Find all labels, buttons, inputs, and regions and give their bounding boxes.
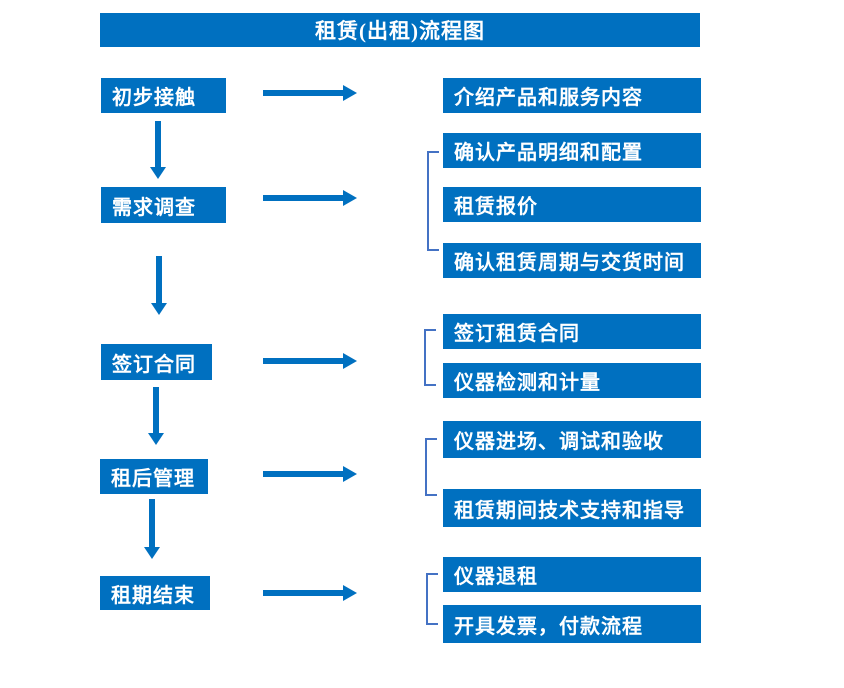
detail-box-instrument-return: 仪器退租 <box>443 557 701 592</box>
detail-box-sign-rental-contract: 签订租赁合同 <box>443 314 701 349</box>
detail-box-confirm-product-details: 确认产品明细和配置 <box>443 133 701 168</box>
group-bracket-demand-survey <box>427 151 439 251</box>
detail-box-confirm-period-delivery: 确认租赁周期与交货时间 <box>443 243 701 278</box>
arrow-shaft <box>263 590 344 596</box>
diagram-title: 租赁(出租)流程图 <box>100 13 700 47</box>
arrow-shaft <box>156 256 162 304</box>
arrow-down-4 <box>144 499 160 559</box>
group-bracket-sign-contract <box>424 329 436 386</box>
arrow-right-5 <box>263 585 357 601</box>
detail-box-instrument-testing: 仪器检测和计量 <box>443 363 701 398</box>
arrow-head-icon <box>343 190 357 206</box>
arrow-shaft <box>263 90 344 96</box>
arrow-shaft <box>263 195 344 201</box>
group-bracket-lease-end <box>426 573 438 625</box>
step-box-sign-contract: 签订合同 <box>101 344 212 380</box>
arrow-head-icon <box>150 167 166 179</box>
group-bracket-post-rental <box>425 438 437 496</box>
arrow-head-icon <box>343 466 357 482</box>
step-box-post-rental-management: 租后管理 <box>100 459 208 494</box>
detail-box-technical-support: 租赁期间技术支持和指导 <box>443 489 701 527</box>
arrow-head-icon <box>151 303 167 315</box>
detail-box-instrument-installation: 仪器进场、调试和验收 <box>443 421 701 458</box>
arrow-down-1 <box>150 121 166 179</box>
step-box-lease-end: 租期结束 <box>100 576 210 610</box>
arrow-shaft <box>155 121 161 168</box>
step-box-demand-survey: 需求调查 <box>101 187 226 223</box>
arrow-head-icon <box>148 433 164 445</box>
arrow-right-2 <box>263 190 357 206</box>
arrow-down-2 <box>151 256 167 315</box>
detail-box-introduce-products: 介绍产品和服务内容 <box>443 78 701 113</box>
arrow-head-icon <box>144 547 160 559</box>
arrow-head-icon <box>343 85 357 101</box>
arrow-right-4 <box>263 466 357 482</box>
arrow-shaft <box>263 358 344 364</box>
arrow-shaft <box>149 499 155 548</box>
arrow-down-3 <box>148 387 164 445</box>
step-box-initial-contact: 初步接触 <box>101 78 226 113</box>
detail-box-invoice-payment: 开具发票，付款流程 <box>443 605 701 643</box>
arrow-shaft <box>153 387 159 434</box>
arrow-right-1 <box>263 85 357 101</box>
arrow-right-3 <box>263 353 357 369</box>
arrow-head-icon <box>343 585 357 601</box>
detail-box-rental-quotation: 租赁报价 <box>443 187 701 222</box>
arrow-shaft <box>263 471 344 477</box>
arrow-head-icon <box>343 353 357 369</box>
